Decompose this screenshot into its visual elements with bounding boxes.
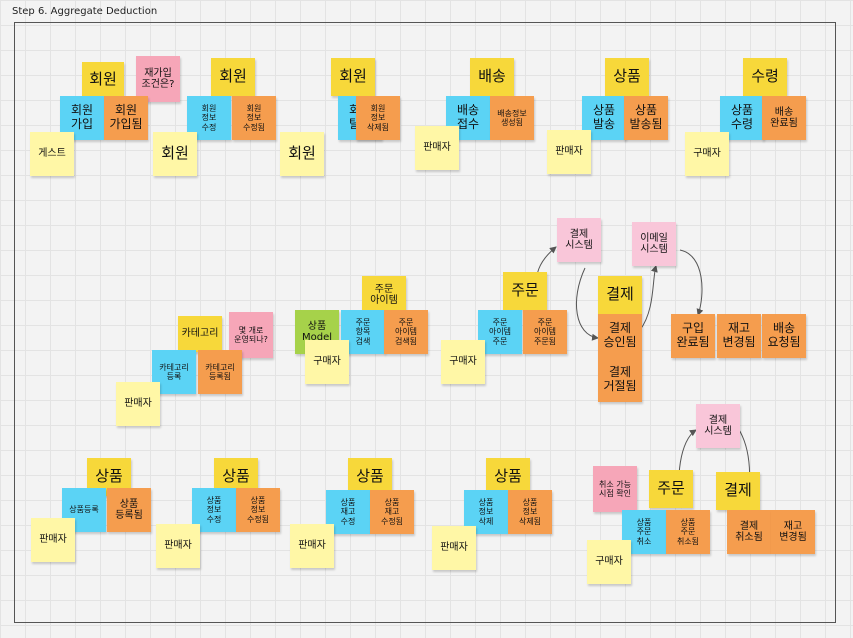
sticky-note-yellow[interactable]: 주문 아이템: [362, 276, 406, 314]
sticky-note-blue[interactable]: 주문 아이템 주문: [478, 310, 522, 354]
sticky-note-yellow[interactable]: 배송: [470, 58, 514, 96]
sticky-note-pale[interactable]: 회원: [280, 132, 324, 176]
sticky-note-orange[interactable]: 구입 완료됨: [671, 314, 715, 358]
sticky-note-pale[interactable]: 판매자: [31, 518, 75, 562]
sticky-note-pink[interactable]: 재가입 조건은?: [136, 56, 180, 102]
sticky-note-yellow[interactable]: 결제: [716, 472, 760, 510]
sticky-note-pale[interactable]: 판매자: [432, 526, 476, 570]
sticky-note-yellow[interactable]: 결제: [598, 276, 642, 314]
sticky-note-blue[interactable]: 상품 재고 수정: [326, 490, 370, 534]
sticky-note-pale[interactable]: 회원: [153, 132, 197, 176]
sticky-note-yellow[interactable]: 수령: [743, 58, 787, 96]
sticky-note-yellow[interactable]: 주문: [503, 272, 547, 310]
board-title: Step 6. Aggregate Deduction: [12, 6, 158, 17]
board-frame: [14, 22, 836, 623]
sticky-note-pale[interactable]: 구매자: [587, 540, 631, 584]
sticky-note-yellow[interactable]: 회원: [331, 58, 375, 96]
sticky-note-orange[interactable]: 결제 취소됨: [727, 510, 771, 554]
sticky-note-orange[interactable]: 회원 가입됨: [104, 96, 148, 140]
sticky-note-pale[interactable]: 판매자: [116, 382, 160, 426]
sticky-note-orange[interactable]: 상품 등록됨: [107, 488, 151, 532]
sticky-note-orange[interactable]: 회원 정보 삭제됨: [356, 96, 400, 140]
sticky-note-blue[interactable]: 배송 접수: [446, 96, 490, 140]
sticky-note-orange[interactable]: 배송 완료됨: [762, 96, 806, 140]
sticky-note-yellow[interactable]: 상품: [486, 458, 530, 496]
sticky-note-lpink[interactable]: 이메일 시스템: [632, 222, 676, 266]
sticky-note-pale[interactable]: 구매자: [685, 132, 729, 176]
sticky-note-blue[interactable]: 주문 항목 검색: [341, 310, 385, 354]
sticky-note-orange[interactable]: 상품 정보 삭제됨: [508, 490, 552, 534]
sticky-note-orange[interactable]: 상품 주문 취소됨: [666, 510, 710, 554]
sticky-note-orange[interactable]: 배송정보 생성됨: [490, 96, 534, 140]
sticky-note-orange[interactable]: 주문 아이템 주문됨: [523, 310, 567, 354]
sticky-note-orange[interactable]: 카테고리 등록됨: [198, 350, 242, 394]
sticky-note-yellow[interactable]: 회원: [211, 58, 255, 96]
sticky-note-yellow[interactable]: 상품: [348, 458, 392, 496]
sticky-note-lpink[interactable]: 결제 시스템: [696, 404, 740, 448]
sticky-note-yellow[interactable]: 카테고리: [178, 316, 222, 352]
sticky-note-yellow[interactable]: 상품: [605, 58, 649, 96]
sticky-note-pink[interactable]: 취소 가능 시점 확인: [593, 466, 637, 512]
sticky-note-orange[interactable]: 배송 요청됨: [762, 314, 806, 358]
sticky-note-pale[interactable]: 게스트: [30, 132, 74, 176]
sticky-note-orange[interactable]: 상품 발송됨: [624, 96, 668, 140]
sticky-note-lpink[interactable]: 결제 시스템: [557, 218, 601, 262]
sticky-note-pale[interactable]: 판매자: [290, 524, 334, 568]
sticky-note-orange[interactable]: 주문 아이템 검색됨: [384, 310, 428, 354]
sticky-note-blue[interactable]: 카테고리 등록: [152, 350, 196, 394]
sticky-note-pale[interactable]: 구매자: [305, 340, 349, 384]
sticky-note-orange[interactable]: 회원 정보 수정됨: [232, 96, 276, 140]
sticky-note-yellow[interactable]: 주문: [649, 470, 693, 508]
sticky-note-orange[interactable]: 결제 승인됨: [598, 314, 642, 358]
sticky-note-orange[interactable]: 상품 재고 수정됨: [370, 490, 414, 534]
sticky-note-pale[interactable]: 판매자: [547, 130, 591, 174]
sticky-note-orange[interactable]: 상품 정보 수정됨: [236, 488, 280, 532]
sticky-note-blue[interactable]: 상품 정보 삭제: [464, 490, 508, 534]
sticky-note-yellow[interactable]: 회원: [82, 62, 124, 98]
sticky-note-pale[interactable]: 판매자: [415, 126, 459, 170]
sticky-note-pale[interactable]: 구매자: [441, 340, 485, 384]
sticky-note-orange[interactable]: 재고 변경됨: [771, 510, 815, 554]
sticky-note-orange[interactable]: 재고 변경됨: [717, 314, 761, 358]
sticky-note-pale[interactable]: 판매자: [156, 524, 200, 568]
sticky-note-orange[interactable]: 결제 거절됨: [598, 358, 642, 402]
